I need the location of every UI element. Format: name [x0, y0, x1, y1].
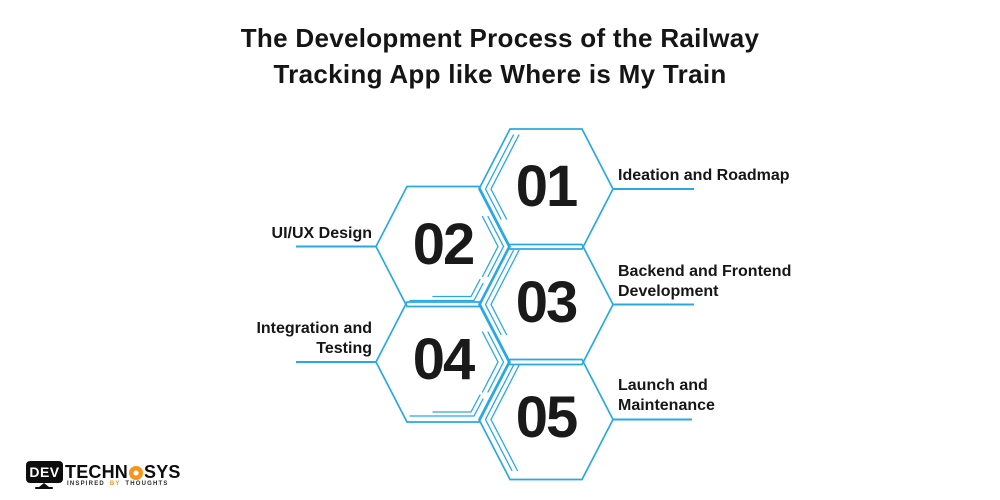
- step-label-line: Testing: [316, 340, 372, 357]
- step-label-line: UI/UX Design: [271, 225, 372, 242]
- hexagon-step-02: [375, 185, 511, 308]
- hexagon-step-04: [375, 301, 511, 423]
- dev-technosys-logo: DEV TECHN SYS INSPIRED BY THOUGHTS: [26, 460, 180, 492]
- step-label-backend-frontend: Backend and Frontend Development: [618, 262, 791, 302]
- step-label-line: Maintenance: [618, 397, 715, 414]
- step-number-01: 01: [515, 153, 578, 219]
- hex04-bottom-line1: [409, 398, 484, 417]
- step-number-04: 04: [412, 326, 475, 392]
- hex05-chevron-outer: [490, 364, 520, 472]
- hex05-chevron-inner: [484, 364, 515, 472]
- hex02-bottom-line1: [409, 282, 484, 302]
- step-label-line: Backend and Frontend: [618, 263, 792, 280]
- gear-icon: [129, 465, 143, 480]
- hex03-chevron-inner: [484, 249, 515, 336]
- step-number-03: 03: [515, 269, 578, 335]
- monitor-base-icon: [35, 487, 53, 489]
- step-number-05: 05: [515, 384, 578, 450]
- page-title: The Development Process of the Railway T…: [0, 20, 1000, 92]
- tagline-word: THOUGHTS: [125, 481, 169, 487]
- step-label-uiux: UI/UX Design: [272, 224, 372, 244]
- hexagon-edge-decorations: [409, 134, 520, 472]
- step-label-line: Launch and: [618, 377, 708, 394]
- hex01-chevron-outer: [490, 134, 520, 220]
- monitor-icon: DEV: [26, 461, 63, 483]
- step-label-launch-maintenance: Launch and Maintenance: [618, 376, 715, 416]
- step-label-ideation: Ideation and Roadmap: [618, 166, 790, 186]
- tagline-word: BY: [109, 481, 121, 487]
- step-label-integration-testing: Integration and Testing: [256, 319, 372, 359]
- hex03-chevron-outer: [490, 249, 520, 336]
- step-label-line: Development: [618, 283, 719, 300]
- step-label-line: Integration and: [256, 320, 372, 337]
- brand-name: TECHN SYS: [65, 462, 181, 483]
- brand-part1: TECHN: [65, 462, 128, 482]
- brand-tagline: INSPIRED BY THOUGHTS: [67, 481, 169, 487]
- page-title-line1: The Development Process of the Railway: [240, 23, 760, 53]
- page-title-line2: Tracking App like Where is My Train: [273, 59, 727, 89]
- hex02-right-chevron-outer: [481, 215, 499, 278]
- hex04-right-chevron-inner: [487, 331, 505, 393]
- monitor-stand-icon: [39, 483, 49, 487]
- hex04-right-chevron-outer: [481, 331, 499, 393]
- step-label-line: Ideation and Roadmap: [618, 167, 790, 184]
- step-number-02: 02: [412, 211, 475, 277]
- connector-lines: [296, 188, 694, 421]
- hex01-chevron-inner: [484, 134, 515, 220]
- hex04-bottom-line2: [432, 394, 481, 413]
- hex02-bottom-line2: [432, 278, 481, 298]
- tagline-word: INSPIRED: [67, 481, 105, 487]
- brand-part2: SYS: [144, 462, 181, 482]
- hex02-right-chevron-inner: [487, 215, 505, 278]
